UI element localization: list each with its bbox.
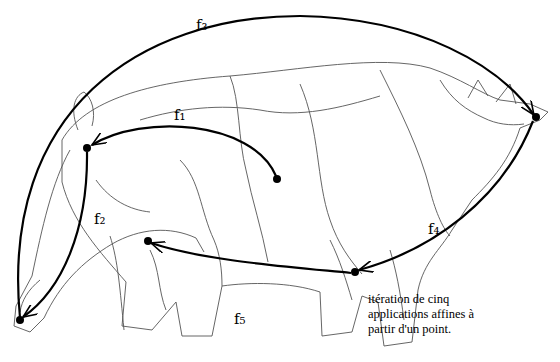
point bbox=[532, 113, 540, 121]
arrow-f4 bbox=[359, 121, 533, 270]
point bbox=[273, 175, 281, 183]
arrow-f5 bbox=[151, 243, 351, 273]
function-label: f₅ bbox=[234, 312, 246, 327]
animal-outline bbox=[14, 62, 548, 346]
caption: itération de cinq applications affines à… bbox=[368, 292, 486, 337]
function-label: f₃ bbox=[196, 18, 208, 33]
point bbox=[144, 237, 152, 245]
iteration-points bbox=[16, 113, 540, 324]
arrow-f2 bbox=[23, 152, 87, 317]
point bbox=[351, 268, 359, 276]
arrow-f1 bbox=[92, 126, 276, 176]
point bbox=[16, 316, 24, 324]
arrow-f3 bbox=[18, 16, 534, 318]
function-label: f₄ bbox=[428, 222, 440, 237]
point bbox=[83, 144, 91, 152]
function-label: f₁ bbox=[174, 108, 186, 123]
function-label: f₂ bbox=[94, 212, 106, 227]
iteration-arrows bbox=[18, 16, 534, 318]
